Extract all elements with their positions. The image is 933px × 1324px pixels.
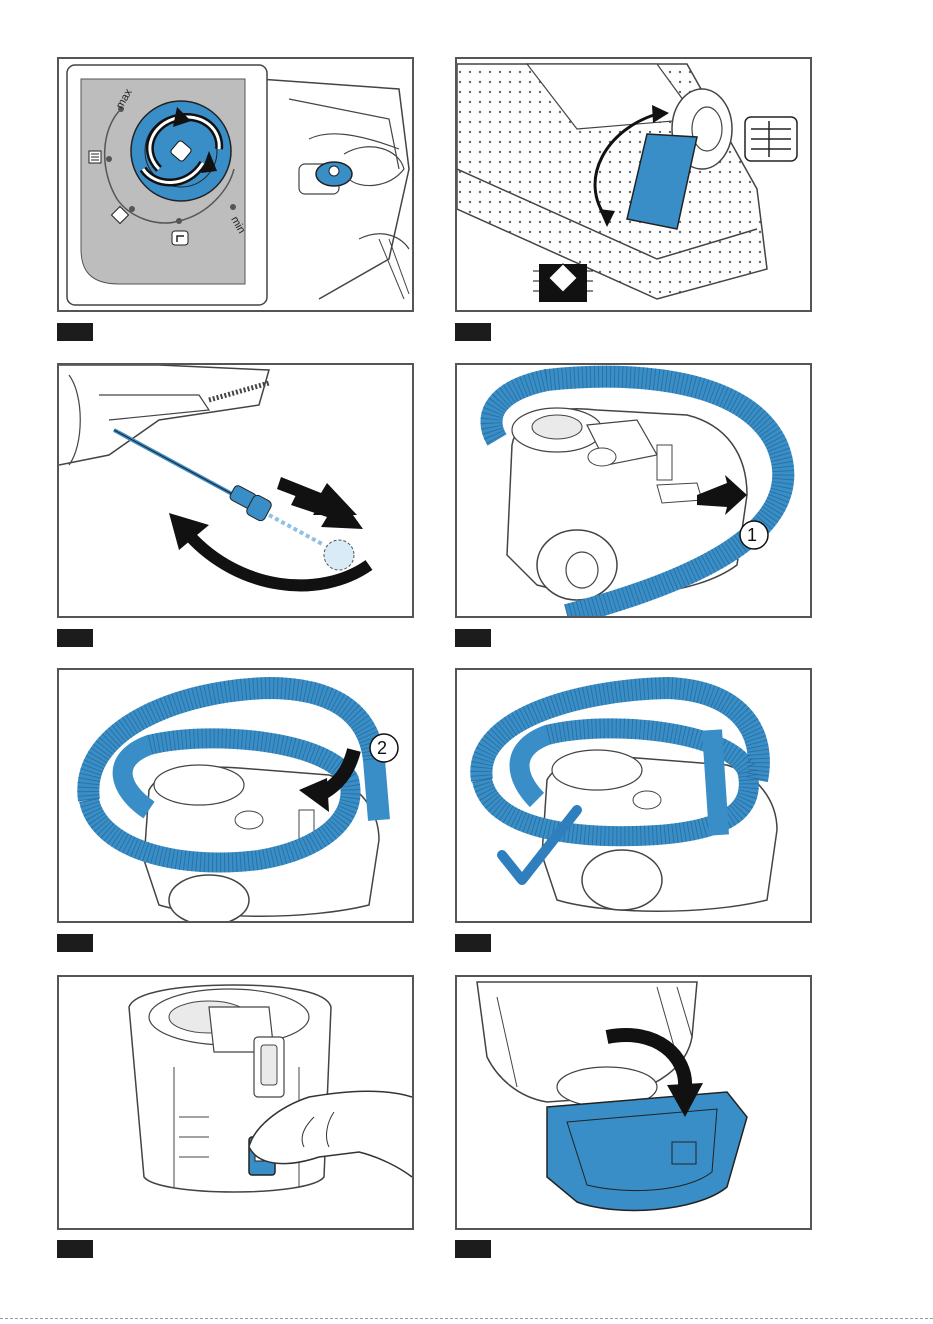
figure-label-tab-8 xyxy=(455,1240,491,1258)
cut-line xyxy=(0,1318,933,1319)
figure-panel-7 xyxy=(57,975,414,1230)
figure-panel-8 xyxy=(455,975,812,1230)
figure-panel-2 xyxy=(455,57,812,312)
figure-panel-4: 1 xyxy=(455,363,812,618)
callout-2: 2 xyxy=(377,738,387,759)
figure-panel-3 xyxy=(57,363,414,618)
figure-label-tab-7 xyxy=(57,1240,93,1258)
figure-panel-5: 2 xyxy=(57,668,414,923)
figure-panel-6 xyxy=(455,668,812,923)
figure-label-tab-2 xyxy=(455,323,491,341)
figure-panel-1: max min xyxy=(57,57,414,312)
figure-label-tab-1 xyxy=(57,323,93,341)
figure-label-tab-6 xyxy=(455,934,491,952)
figure-label-tab-5 xyxy=(57,934,93,952)
callout-1: 1 xyxy=(747,525,757,546)
figure-label-tab-3 xyxy=(57,629,93,647)
figure-label-tab-4 xyxy=(455,629,491,647)
